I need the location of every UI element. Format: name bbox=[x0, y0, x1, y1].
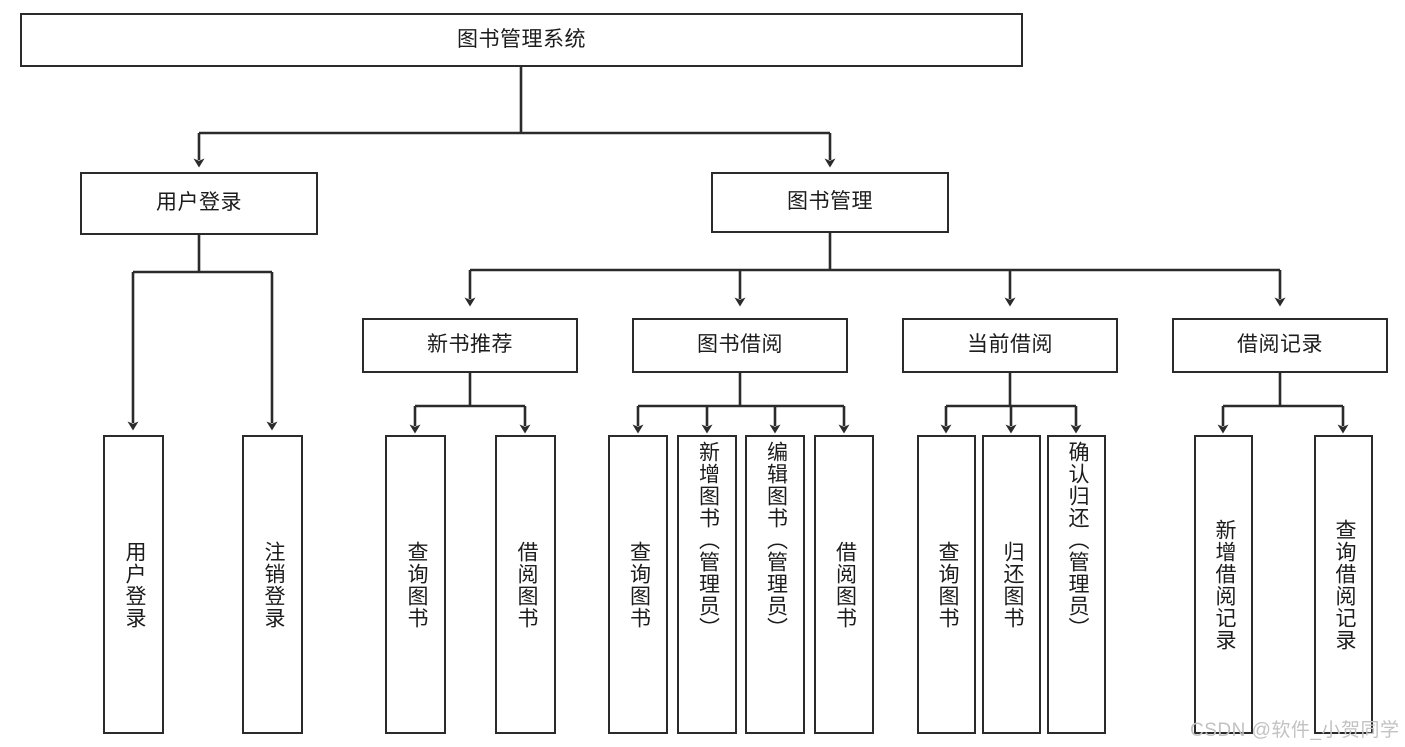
node-leaf-query-books-borrow[interactable]: 查询图书 bbox=[608, 435, 668, 734]
node-label: 借阅图书 bbox=[514, 540, 538, 629]
node-label: 确认归还（管理员） bbox=[1065, 441, 1089, 639]
watermark-text: CSDN @软件_小贺同学 bbox=[1190, 720, 1400, 741]
node-leaf-query-books-rec[interactable]: 查询图书 bbox=[385, 435, 446, 734]
node-user-login[interactable]: 用户登录 bbox=[80, 172, 318, 235]
node-leaf-borrow-books-rec[interactable]: 借阅图书 bbox=[495, 435, 556, 734]
node-label: 查询借阅记录 bbox=[1332, 518, 1356, 651]
node-label: 新增图书（管理员） bbox=[696, 441, 720, 639]
node-leaf-borrow-books[interactable]: 借阅图书 bbox=[814, 435, 874, 734]
node-leaf-user-login[interactable]: 用户登录 bbox=[103, 435, 164, 734]
node-label: 查询图书 bbox=[404, 540, 428, 629]
node-label: 图书借阅 bbox=[697, 333, 783, 357]
node-book-management[interactable]: 图书管理 bbox=[711, 172, 949, 233]
node-label: 借阅记录 bbox=[1237, 333, 1323, 357]
node-leaf-query-books-current[interactable]: 查询图书 bbox=[917, 435, 976, 734]
node-leaf-logout-login[interactable]: 注销登录 bbox=[242, 435, 303, 734]
node-borrowing-records[interactable]: 借阅记录 bbox=[1172, 318, 1388, 373]
node-label: 新增借阅记录 bbox=[1212, 518, 1236, 651]
node-label: 归还图书 bbox=[1000, 540, 1024, 629]
node-leaf-edit-book-admin[interactable]: 编辑图书（管理员） bbox=[745, 435, 805, 734]
node-label: 注销登录 bbox=[261, 540, 285, 629]
node-new-book-recommendation[interactable]: 新书推荐 bbox=[362, 318, 578, 373]
node-label: 借阅图书 bbox=[833, 540, 857, 629]
node-leaf-add-book-admin[interactable]: 新增图书（管理员） bbox=[677, 435, 737, 734]
node-label: 新书推荐 bbox=[427, 333, 513, 357]
node-leaf-add-borrow-record[interactable]: 新增借阅记录 bbox=[1194, 435, 1253, 734]
node-label: 用户登录 bbox=[156, 191, 242, 215]
node-current-borrowing[interactable]: 当前借阅 bbox=[902, 318, 1118, 373]
node-label: 查询图书 bbox=[627, 540, 651, 629]
node-label: 查询图书 bbox=[935, 540, 959, 629]
node-book-borrowing[interactable]: 图书借阅 bbox=[632, 318, 848, 373]
node-label: 用户登录 bbox=[122, 540, 146, 629]
node-leaf-return-books[interactable]: 归还图书 bbox=[982, 435, 1041, 734]
node-book-management-system[interactable]: 图书管理系统 bbox=[20, 13, 1023, 67]
node-label: 编辑图书（管理员） bbox=[764, 441, 788, 639]
node-leaf-confirm-return-admin[interactable]: 确认归还（管理员） bbox=[1047, 435, 1106, 734]
node-label: 图书管理系统 bbox=[457, 27, 586, 51]
node-label: 图书管理 bbox=[787, 190, 873, 214]
node-leaf-query-borrow-record[interactable]: 查询借阅记录 bbox=[1314, 435, 1373, 734]
node-label: 当前借阅 bbox=[967, 333, 1053, 357]
